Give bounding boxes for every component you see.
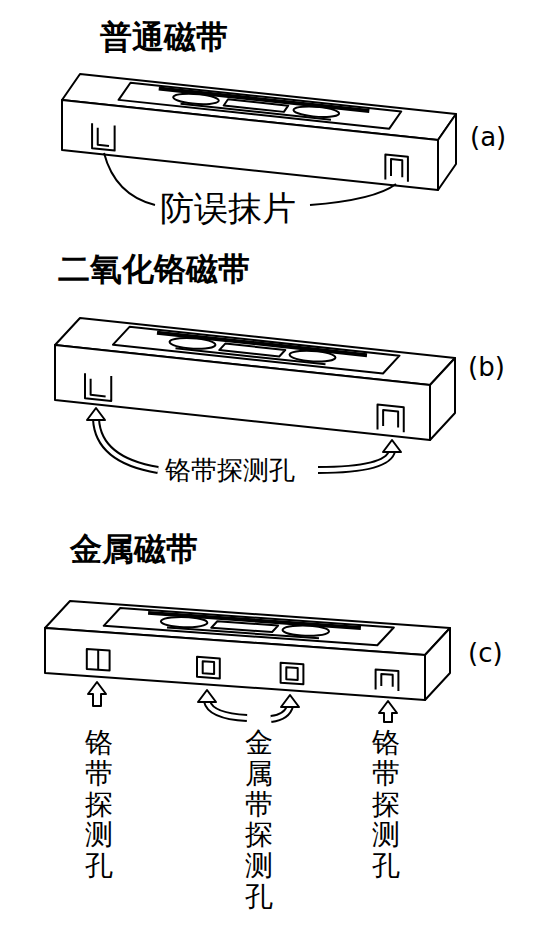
pointer-arrow — [88, 682, 106, 706]
figure-tag: (a) — [470, 122, 506, 153]
leader-line — [310, 184, 396, 205]
figure-title: 普通磁带 — [100, 18, 228, 56]
figure-title: 金属磁带 — [70, 530, 198, 568]
pointer-arrow — [198, 690, 247, 718]
cassette-b — [55, 318, 455, 470]
part-label: 防误抹片 — [160, 188, 296, 229]
leader-line — [104, 153, 155, 205]
cassette-a — [62, 74, 456, 205]
figure-tag: (c) — [468, 638, 503, 669]
pointer-arrow — [318, 440, 401, 470]
figure-tag: (b) — [468, 352, 505, 383]
part-label: 铬带探测孔 — [85, 728, 113, 882]
pointer-arrow — [379, 701, 397, 722]
part-label: 铬带探测孔 — [372, 728, 400, 882]
cassette-c — [45, 601, 450, 722]
figure-title: 二氧化铬磁带 — [58, 250, 250, 288]
part-label: 铬带探测孔 — [165, 455, 295, 486]
pointer-arrow — [271, 695, 299, 719]
part-label: 金属带探测孔 — [245, 728, 273, 913]
pointer-arrow — [87, 408, 158, 470]
